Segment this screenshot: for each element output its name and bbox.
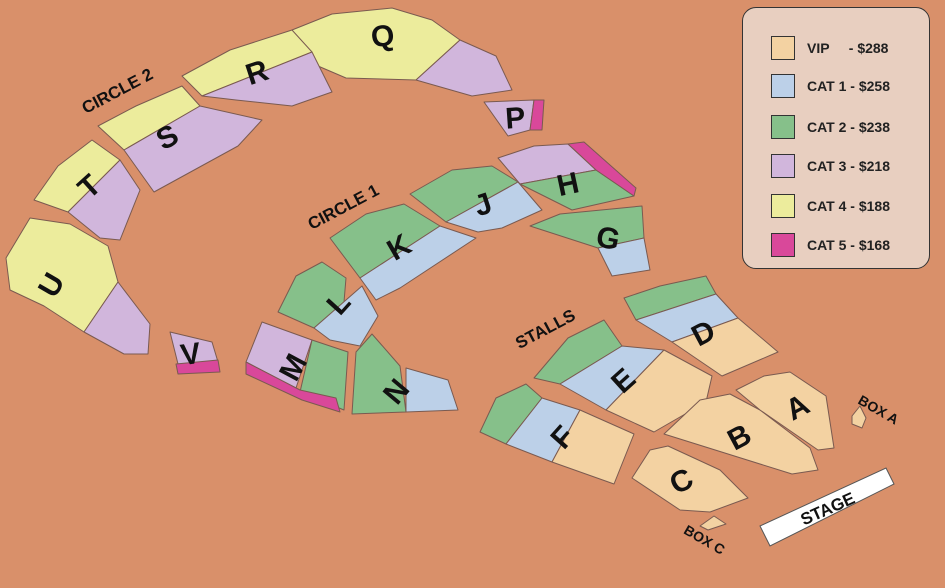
legend-swatch-cat1: [771, 74, 795, 98]
section-q[interactable]: [291, 7, 513, 97]
box-a[interactable]: [851, 405, 867, 429]
section-label-v: V: [178, 337, 202, 372]
section-m[interactable]: [245, 321, 349, 413]
legend-swatch-cat3: [771, 154, 795, 178]
section-b[interactable]: [663, 393, 819, 475]
section-s[interactable]: [97, 85, 263, 193]
section-h[interactable]: [497, 141, 637, 211]
section-e[interactable]: [533, 319, 713, 433]
legend-swatch-cat2: [771, 115, 795, 139]
legend-swatch-vip: [771, 36, 795, 60]
legend-label-cat5: CAT 5 - $168: [807, 237, 890, 253]
section-label-p: P: [504, 101, 526, 135]
section-k[interactable]: [329, 203, 477, 301]
section-c[interactable]: [631, 445, 749, 513]
legend-label-vip: VIP - $288: [807, 40, 889, 56]
section-n[interactable]: [351, 333, 459, 415]
legend-label-cat2: CAT 2 - $238: [807, 119, 890, 135]
legend-item-cat1: CAT 1 - $258: [771, 73, 890, 99]
legend-label-cat1: CAT 1 - $258: [807, 78, 890, 94]
section-label-q: Q: [369, 19, 397, 55]
legend-item-cat3: CAT 3 - $218: [771, 153, 890, 179]
section-a[interactable]: [735, 371, 835, 451]
legend-swatch-cat5: [771, 233, 795, 257]
section-l[interactable]: [277, 261, 379, 347]
section-v[interactable]: [169, 331, 221, 375]
section-t[interactable]: [33, 139, 141, 241]
legend-label-cat3: CAT 3 - $218: [807, 158, 890, 174]
section-g[interactable]: [529, 205, 651, 277]
legend-item-cat5: CAT 5 - $168: [771, 232, 890, 258]
legend-item-cat4: CAT 4 - $188: [771, 193, 890, 219]
section-j[interactable]: [409, 165, 543, 233]
legend-item-cat2: CAT 2 - $238: [771, 114, 890, 140]
section-r[interactable]: [181, 29, 333, 107]
section-f[interactable]: [479, 383, 635, 485]
section-p[interactable]: [483, 99, 545, 137]
price-legend: VIP - $288 CAT 1 - $258 CAT 2 - $238 CAT…: [742, 7, 930, 269]
stage: [759, 467, 895, 547]
legend-swatch-cat4: [771, 194, 795, 218]
box-c[interactable]: [699, 515, 727, 531]
legend-item-vip: VIP - $288: [771, 35, 888, 61]
legend-label-cat4: CAT 4 - $188: [807, 198, 890, 214]
section-d[interactable]: [623, 275, 779, 377]
section-u[interactable]: [5, 217, 151, 355]
